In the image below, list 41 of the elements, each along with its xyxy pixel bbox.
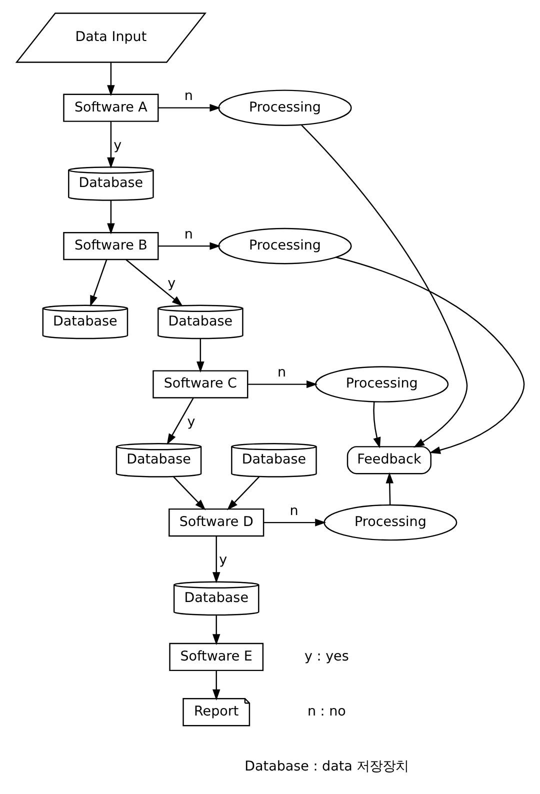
arrow — [248, 380, 318, 388]
label: Database : data 저장장치 — [244, 758, 408, 775]
edge-label: n — [184, 88, 192, 104]
node-box: Feedback — [346, 446, 431, 474]
arrow — [158, 242, 220, 250]
arrow — [385, 472, 393, 506]
arrow — [335, 256, 524, 454]
arrow — [166, 398, 194, 445]
node-box: Software C — [152, 370, 248, 398]
arrow — [226, 476, 260, 510]
arrow — [158, 104, 220, 112]
node-box: Software A — [62, 94, 158, 122]
node-ellipse: Processing — [314, 366, 448, 402]
arrow — [196, 338, 204, 373]
node-ellipse: Processing — [218, 90, 352, 126]
edge-label: y — [167, 276, 176, 292]
arrow — [106, 121, 114, 168]
arrow — [172, 476, 206, 510]
arrow — [106, 200, 114, 234]
edge-label: y — [113, 137, 122, 154]
arrow — [263, 518, 326, 526]
arrow — [212, 616, 220, 646]
label: y : yes — [304, 648, 348, 664]
arrow — [212, 536, 220, 584]
node-ellipse: Processing — [323, 504, 457, 541]
arrow — [212, 670, 220, 700]
node-box: Software B — [62, 232, 158, 260]
label: n : no — [306, 704, 346, 720]
arrow — [106, 62, 114, 96]
edge-label: n — [289, 502, 298, 519]
arrow — [372, 402, 380, 448]
node-ellipse: Processing — [218, 228, 352, 264]
node-box: Software E — [168, 642, 264, 672]
edge-label: y — [186, 414, 195, 430]
edge-label: y — [218, 552, 227, 568]
arrow — [300, 124, 468, 448]
edge-label: n — [277, 364, 286, 381]
arrow — [90, 260, 107, 307]
edge-label: n — [184, 226, 192, 242]
arrow — [125, 259, 182, 306]
node-box: Software D — [168, 508, 264, 537]
